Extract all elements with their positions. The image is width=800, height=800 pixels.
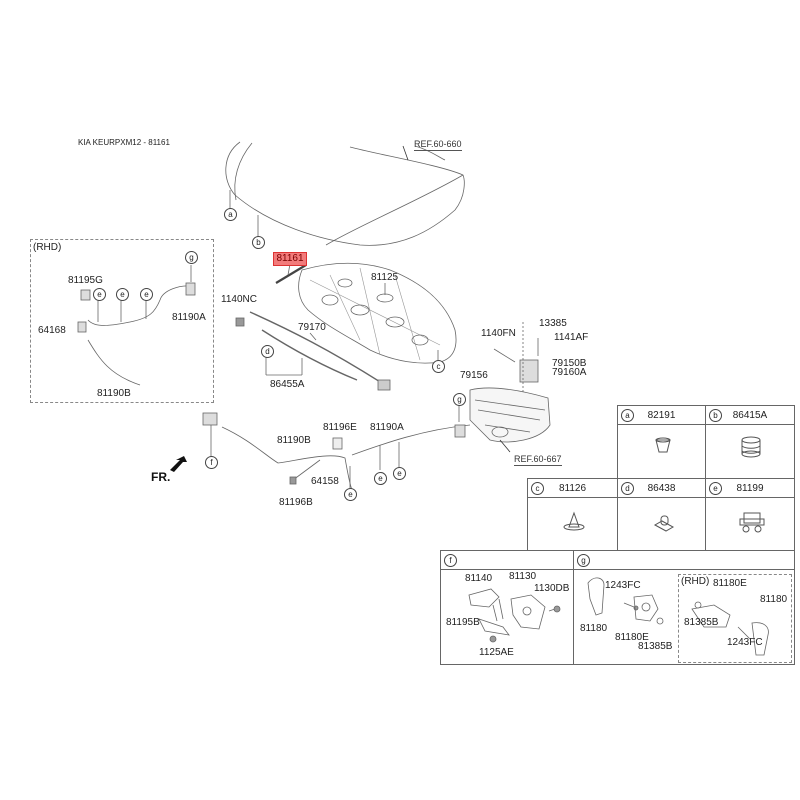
parts-cell-c[interactable]: c 81126 [527,478,618,551]
parts-cell-f[interactable]: f 81140 81130 1130DB 81195B 1125AE [440,550,574,665]
callout-g[interactable]: g [185,251,198,264]
fastener-icon [653,515,675,532]
part-label-81196b[interactable]: 81196B [279,497,313,508]
callout-e[interactable]: e [393,467,406,480]
part-number: 82191 [647,410,676,421]
rhd-handle-inset [678,574,792,663]
part-label-64158[interactable]: 64158 [311,476,339,487]
rhd-handle-label: (RHD) [681,576,710,587]
part-label-81190a-rhd[interactable]: 81190A [172,312,206,323]
callout-f[interactable]: f [205,456,218,469]
part-label-1243fc[interactable]: 1243FC [605,580,641,591]
front-direction-label: FR. [151,470,171,484]
part-label-81195g[interactable]: 81195G [68,275,103,286]
parts-cell-e[interactable]: e 81199 [705,478,795,551]
weatherstrip-drawing [249,311,386,386]
callout-e[interactable]: e [116,288,129,301]
callout-e[interactable]: e [374,472,387,485]
ref-hood-panel[interactable]: REF.60-660 [414,139,462,151]
diagram-title: KIA KEURPXM12 - 81161 [78,138,170,147]
callout-f: f [444,554,457,567]
part-label-81180-rhd[interactable]: 81180 [760,594,788,605]
part-label-81190b-rhd[interactable]: 81190B [97,388,131,399]
parts-cell-b[interactable]: b 86415A [705,405,795,479]
callout-b: b [709,409,722,422]
part-label-13385[interactable]: 13385 [539,318,567,329]
part-label-81180[interactable]: 81180 [580,623,608,634]
part-label-1140fn[interactable]: 1140FN [481,328,516,339]
part-label-81196e[interactable]: 81196E [323,422,357,433]
part-number: 86415A [732,410,768,421]
stopper-stack-icon [741,436,761,458]
ref-cowl-panel[interactable]: REF.60-667 [514,454,562,466]
bumper-icon [655,437,671,453]
part-label-1141af[interactable]: 1141AF [554,332,589,343]
part-label-79170[interactable]: 79170 [298,322,326,333]
callout-d[interactable]: d [261,345,274,358]
callout-a[interactable]: a [224,208,237,221]
callout-b[interactable]: b [252,236,265,249]
part-label-1243fc-rhd[interactable]: 1243FC [727,637,763,648]
part-label-81180e-rhd[interactable]: 81180E [713,578,747,589]
part-number: 81199 [736,483,764,494]
part-label-81190b[interactable]: 81190B [277,435,311,446]
callout-g[interactable]: g [453,393,466,406]
part-number: 86438 [647,483,676,494]
callout-a: a [621,409,634,422]
rhd-inset-label: (RHD) [33,242,62,253]
part-label-86455a[interactable]: 86455A [270,379,305,390]
part-label-81385b[interactable]: 81385B [638,641,673,652]
part-label-64168[interactable]: 64168 [38,325,66,336]
parts-cell-g[interactable]: g 1243FC 81180 81180E 81385B (RHD) 81180… [573,550,795,665]
hood-latch-drawing [468,588,561,643]
callout-e: e [709,482,722,495]
callout-d: d [621,482,634,495]
callout-g: g [577,554,590,567]
part-label-81195b[interactable]: 81195B [446,617,480,628]
part-label-79160a[interactable]: 79160A [552,367,587,378]
parts-cell-a[interactable]: a 82191 [617,405,706,479]
front-arrow-icon [170,456,187,472]
highlighted-part-81161[interactable]: 81161 [273,252,307,266]
parts-cell-d[interactable]: d 86438 [617,478,706,551]
callout-c[interactable]: c [432,360,445,373]
callout-e[interactable]: e [344,488,357,501]
rhd-inset-box [30,239,214,403]
part-label-81125[interactable]: 81125 [371,272,399,283]
part-label-79150b[interactable]: 79150B [552,358,587,369]
callout-c: c [531,482,544,495]
cable-clip-icon [739,512,765,533]
part-label-81385b-rhd[interactable]: 81385B [684,617,719,628]
part-label-81130[interactable]: 81130 [509,571,537,582]
part-label-1140nc[interactable]: 1140NC [221,294,257,305]
part-label-81140[interactable]: 81140 [465,573,493,584]
hood-lift-strut [275,264,307,284]
callout-e[interactable]: e [140,288,153,301]
part-label-81190a[interactable]: 81190A [370,422,404,433]
part-number: 81126 [558,483,587,494]
part-label-1130db[interactable]: 1130DB [534,583,570,594]
clip-icon [563,511,585,531]
part-label-1125ae[interactable]: 1125AE [479,647,514,658]
hood-release-cable [221,424,471,491]
part-label-79156[interactable]: 79156 [460,370,488,381]
callout-e[interactable]: e [93,288,106,301]
release-handle-drawing [587,577,769,656]
part-label-81180e[interactable]: 81180E [615,632,649,643]
